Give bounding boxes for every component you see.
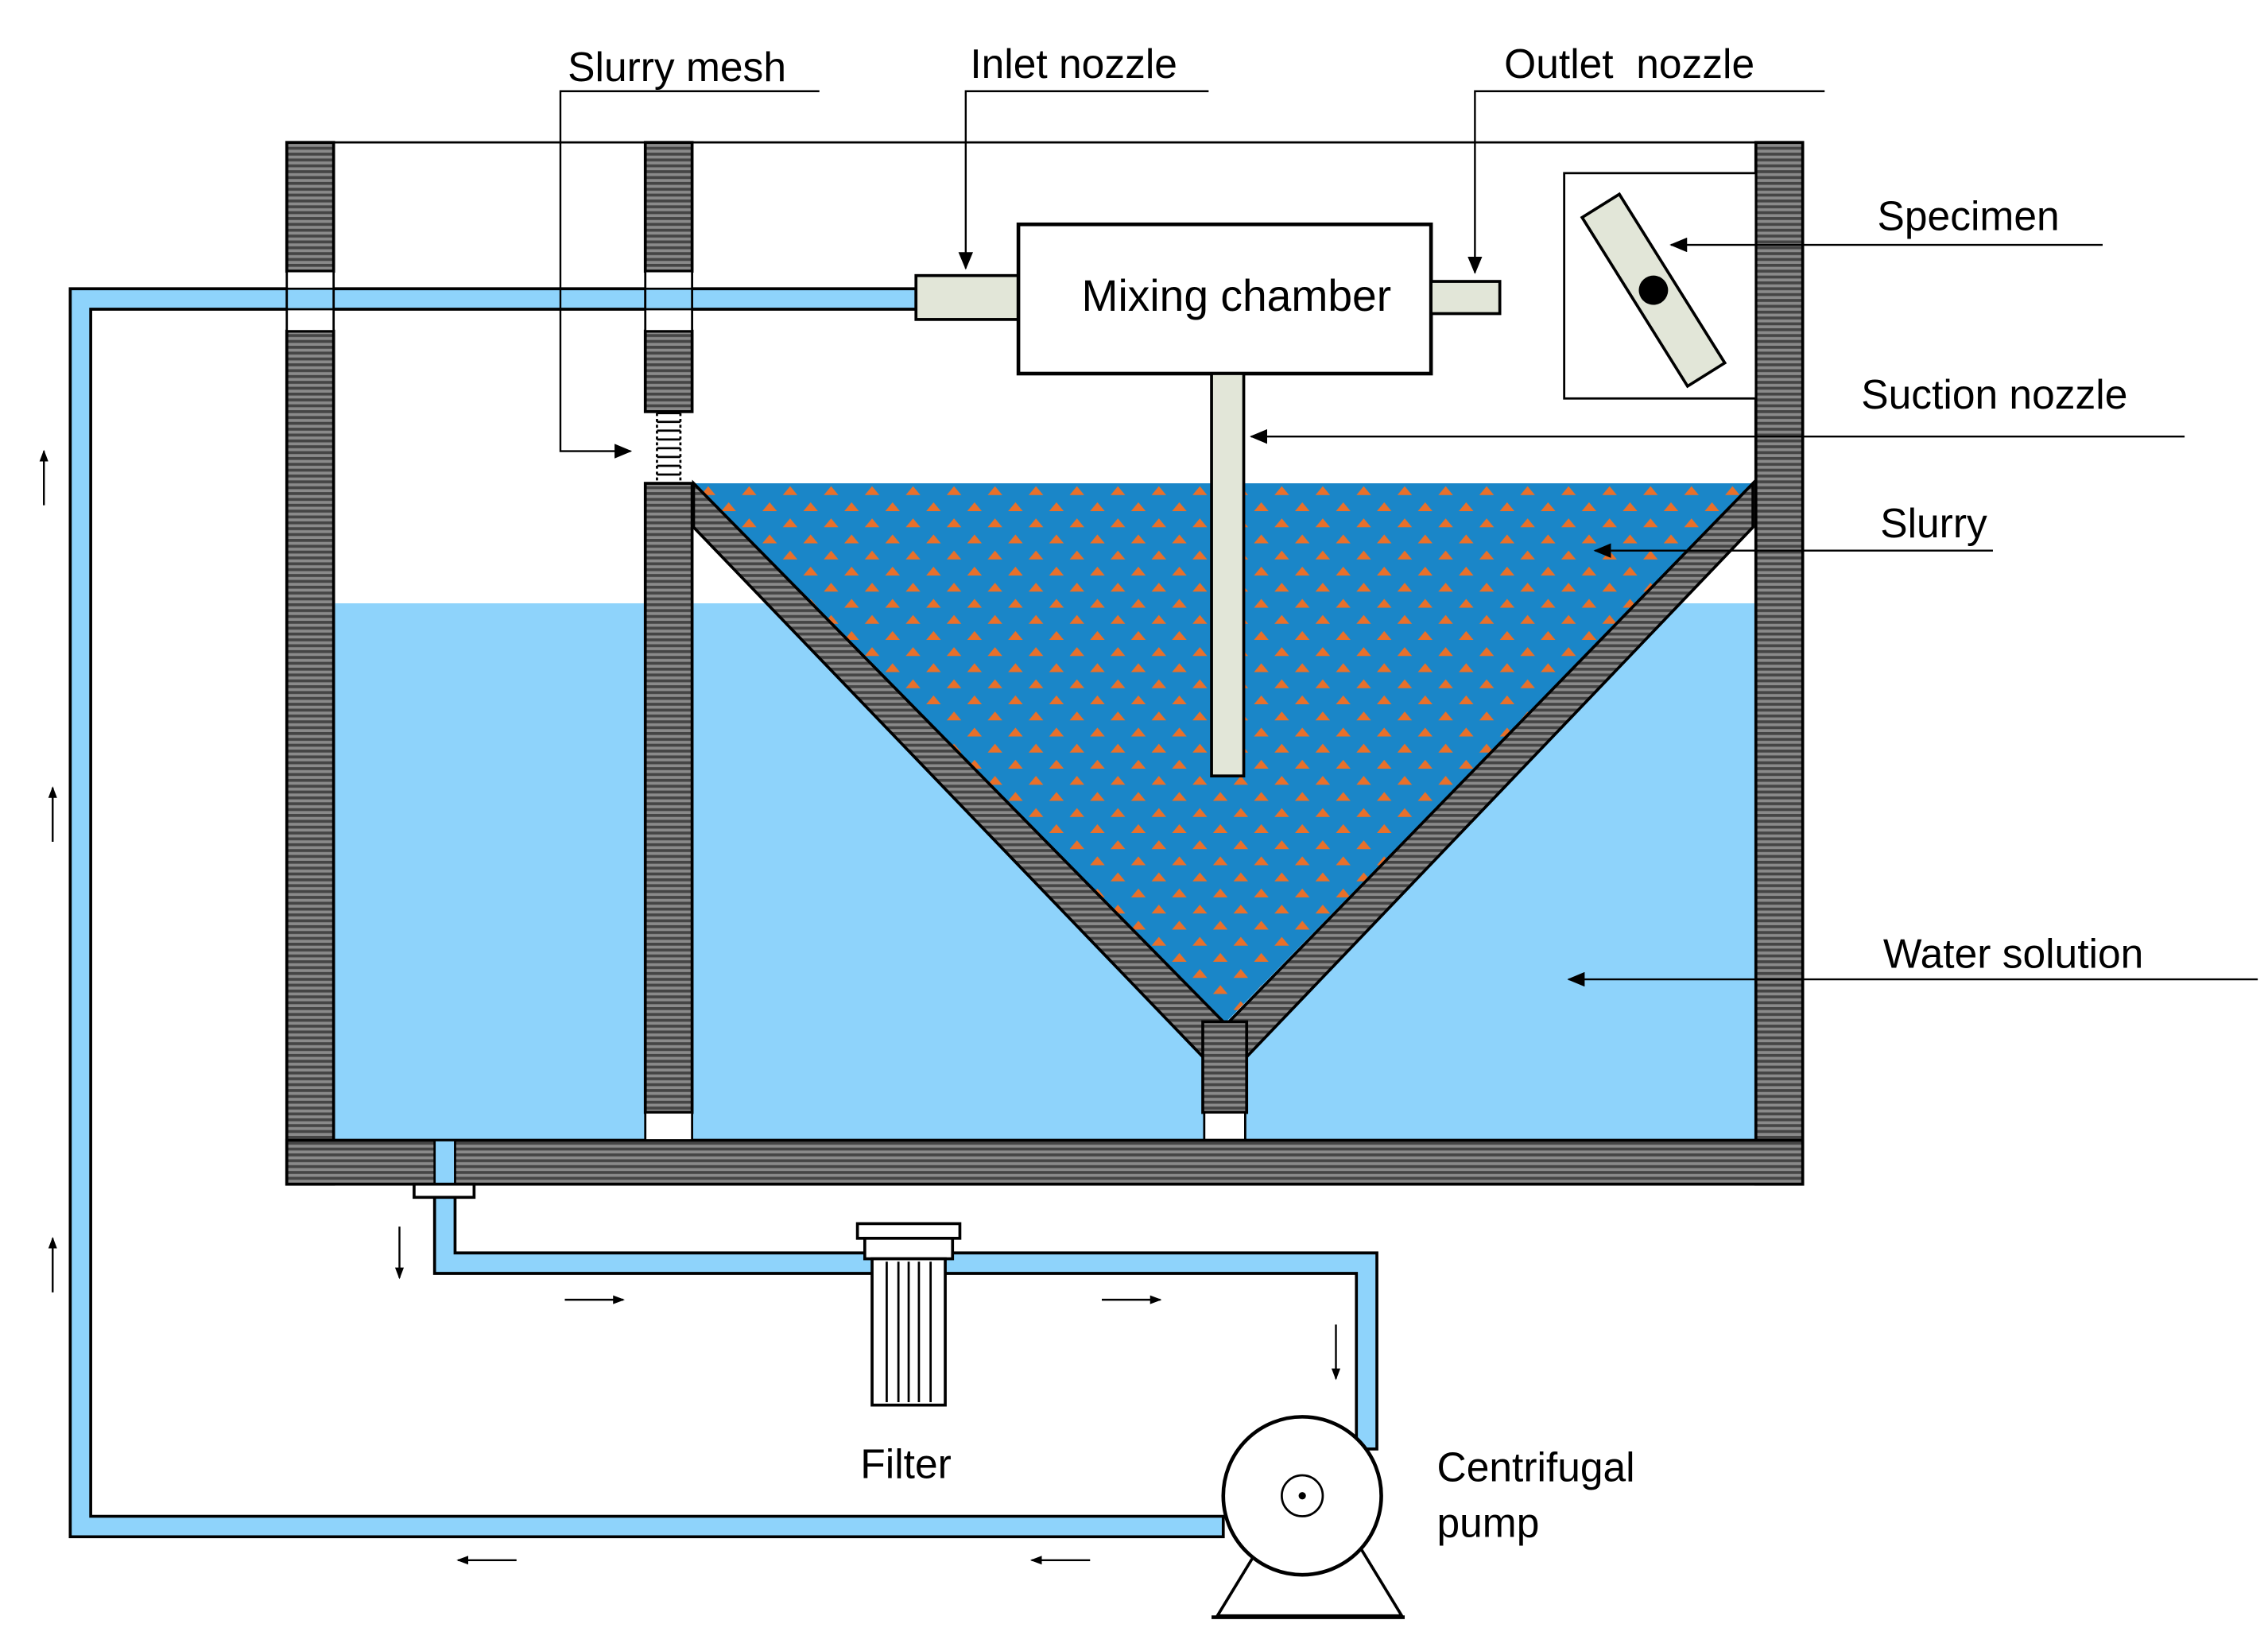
centrifugal-pump — [1212, 1415, 1405, 1619]
drain-pipe — [432, 1196, 1378, 1451]
partition-pipe-segment — [644, 287, 694, 311]
outlet-nozzle — [1429, 280, 1502, 316]
slurry-mesh-label: Slurry mesh — [568, 44, 786, 90]
filter-label: Filter — [860, 1441, 951, 1487]
suction-nozzle — [1210, 372, 1246, 778]
drain-flange — [413, 1182, 476, 1199]
pump-label-line1: Centrifugal — [1437, 1444, 1635, 1490]
outlet-nozzle-label: Outlet nozzle — [1504, 41, 1754, 87]
tank-bottom-wall — [285, 1138, 1805, 1186]
specimen — [1580, 192, 1727, 389]
pump-label-line2: pump — [1437, 1499, 1540, 1545]
partition-wall-lower — [643, 482, 694, 1114]
inlet-nozzle-leader — [958, 90, 1209, 270]
specimen-label: Specimen — [1878, 193, 2060, 239]
specimen-hole-icon — [1638, 275, 1669, 305]
cone-stem — [1201, 1020, 1249, 1114]
slurry-mesh-leader — [559, 90, 820, 459]
tank-right-wall — [1754, 141, 1805, 1186]
water-solution-label: Water solution — [1883, 930, 2143, 976]
slurry-mesh — [656, 412, 682, 481]
filter — [855, 1222, 962, 1407]
mixing-chamber — [1016, 222, 1433, 376]
suction-nozzle-label: Suction nozzle — [1861, 371, 2127, 417]
left-wall-pipe-segment — [285, 287, 335, 311]
partition-wall-top — [643, 141, 694, 273]
inlet-nozzle — [914, 273, 1020, 321]
partition-wall-gap — [644, 1111, 694, 1141]
outlet-nozzle-leader — [1467, 90, 1825, 274]
slurry-label: Slurry — [1880, 500, 1987, 546]
mixing-chamber-label: Mixing chamber — [1082, 271, 1392, 320]
partition-wall-mid — [643, 329, 694, 413]
cone-stem-gap — [1203, 1111, 1246, 1141]
tank-left-wall-bottom — [285, 329, 335, 1186]
drain-pipe-in-wall — [433, 1139, 456, 1186]
inlet-nozzle-label: Inlet nozzle — [970, 41, 1177, 87]
tank-left-wall-top — [285, 141, 335, 273]
flow-arrows — [39, 449, 1341, 1565]
